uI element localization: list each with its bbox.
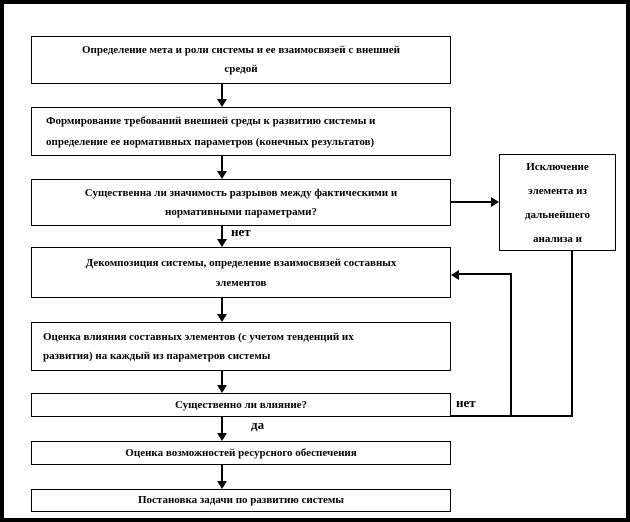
edge-label-yes-after-impact: да [251, 417, 265, 432]
flowchart-box-gap-question: Существенна ли значимость разрывов между… [31, 179, 451, 226]
arrow-define-to-requirements-line [221, 84, 223, 100]
flowchart-box-resource-assessment: Оценка возможностей ресурсного обеспечен… [31, 441, 451, 465]
flowchart-box-define-role: Определение мета и роли системы и ее вза… [31, 36, 451, 84]
arrow-decomposition-to-impact-head [217, 314, 227, 322]
arrow-define-to-requirements-head [217, 99, 227, 107]
exclusion-down-line [571, 251, 573, 417]
feedback-to-decomposition-head [451, 270, 459, 280]
arrow-decomposition-to-impact-line [221, 298, 223, 315]
flowchart-box-form-requirements: Формирование требований внешней среды к … [31, 107, 451, 156]
flowchart-box-impact-question: Существенно ли влияние? [31, 393, 451, 417]
flowchart-box-exclusion: Исключение элемента из дальнейшего анали… [499, 154, 616, 251]
arrow-gap-to-exclusion-head [491, 197, 499, 207]
edge-label-no-after-impact: нет [456, 395, 476, 410]
flowchart-box-decomposition: Декомпозиция системы, определение взаимо… [31, 247, 451, 298]
arrow-gap-to-exclusion-line [451, 201, 492, 203]
feedback-bottom-line [451, 415, 573, 417]
flowchart-box-task-statement: Постановка задачи по развитию системы [31, 489, 451, 512]
arrow-gap-to-decomposition-head [217, 239, 227, 247]
flowchart-box-impact-assessment: Оценка влияния составных элементов (с уч… [31, 322, 451, 371]
feedback-up-line [510, 273, 512, 417]
arrow-impact-to-question-line [221, 371, 223, 386]
arrow-impact-to-question-head [217, 385, 227, 393]
arrow-resource-to-task-line [221, 465, 223, 482]
arrow-question-to-resource-head [217, 433, 227, 441]
arrow-resource-to-task-head [217, 481, 227, 489]
arrow-gap-to-decomposition-line [221, 226, 223, 240]
arrow-requirements-to-gap-head [217, 171, 227, 179]
arrow-requirements-to-gap-line [221, 156, 223, 172]
feedback-to-decomposition-line [459, 273, 511, 275]
arrow-question-to-resource-line [221, 417, 223, 434]
edge-label-no-after-gap: нет [231, 224, 251, 239]
